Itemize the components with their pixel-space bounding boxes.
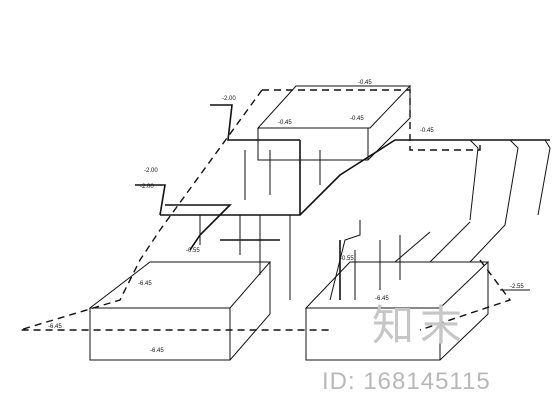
right-lower-tank <box>304 261 490 361</box>
label: -0.45 <box>358 80 372 86</box>
label: -0.55 <box>340 256 354 262</box>
label: -0.45 <box>350 116 364 122</box>
dashed-boundary-right <box>419 259 512 331</box>
watermark-logo: 知末 <box>372 302 469 349</box>
label: -6.45 <box>150 348 164 354</box>
upper-tank <box>256 85 412 161</box>
label: -0.55 <box>186 248 200 254</box>
left-lower-tank <box>88 261 272 361</box>
elevation-labels: -2.00 -2.00 -2.00 -0.45 -0.45 -0.45 -0.4… <box>48 80 524 354</box>
watermark-id: ID: 168145115 <box>322 368 491 395</box>
dashed-boundary <box>262 89 481 151</box>
label: -2.00 <box>222 96 236 102</box>
label: -2.00 <box>144 168 158 174</box>
dashed-boundary-left <box>19 89 330 331</box>
label: -2.00 <box>140 184 154 190</box>
label: -0.45 <box>420 128 434 134</box>
label: -2.55 <box>510 284 524 290</box>
main-pipe <box>135 104 550 300</box>
label: -6.45 <box>48 324 62 330</box>
branch-risers <box>199 139 551 301</box>
label: -6.45 <box>138 281 152 287</box>
label: -6.45 <box>375 296 389 302</box>
label: -0.45 <box>278 120 292 126</box>
